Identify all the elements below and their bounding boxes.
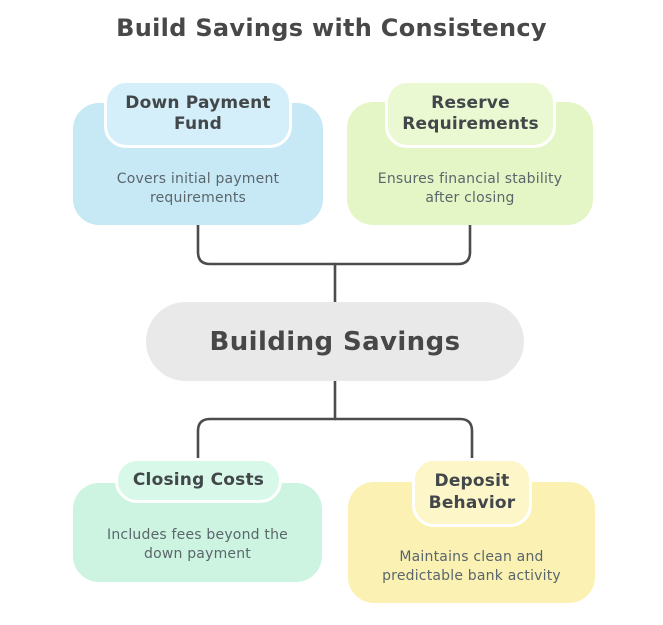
node-title: Closing Costs <box>132 469 265 490</box>
node-description: Ensures financial stability after closin… <box>377 170 563 206</box>
diagram-title: Build Savings with Consistency <box>116 14 547 42</box>
top-branch-connector <box>196 223 472 266</box>
center-node-label: Building Savings <box>209 326 461 357</box>
node-title: Reserve Requirements <box>402 92 539 134</box>
node-description: Includes fees beyond the down payment <box>107 526 288 562</box>
node-title-pill-reserve-requirements: Reserve Requirements <box>385 80 556 148</box>
node-description: Maintains clean and predictable bank act… <box>382 548 561 584</box>
node-description: Covers initial payment requirements <box>116 171 280 206</box>
node-title-pill-deposit-behavior: Deposit Behavior <box>412 458 532 527</box>
bottom-branch-connector <box>196 417 474 460</box>
node-title: Down Payment Fund <box>125 92 271 134</box>
node-card-closing-costs: Includes fees beyond the down payment <box>73 483 322 582</box>
node-title-pill-closing-costs: Closing Costs <box>115 458 282 503</box>
node-title: Deposit Behavior <box>428 471 516 513</box>
node-title-pill-down-payment-fund: Down Payment Fund <box>104 80 292 148</box>
center-node-building-savings: Building Savings <box>146 302 524 381</box>
